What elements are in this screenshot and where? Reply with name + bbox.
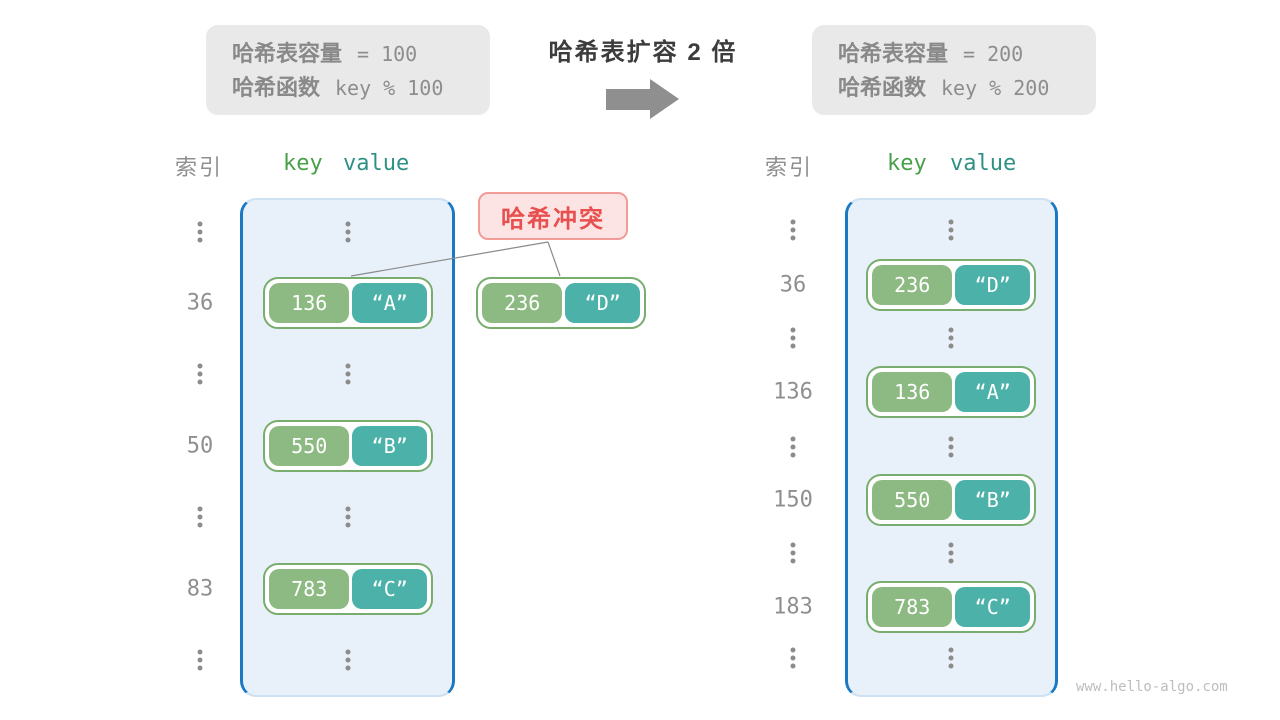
pair-key: 236 <box>872 265 953 305</box>
pair-key: 783 <box>872 587 953 627</box>
ellipsis-icon <box>345 221 351 243</box>
pair-550-B: 550 “B” <box>866 474 1036 526</box>
left-index-label: 83 <box>186 576 214 602</box>
new-capacity-info-box: 哈希表容量 = 200 哈希函数 key % 200 <box>812 25 1096 115</box>
new-function-line: 哈希函数 key % 200 <box>838 70 1096 104</box>
ellipsis-icon <box>948 219 954 241</box>
ellipsis-icon <box>790 327 796 349</box>
pair-value: “C” <box>352 569 427 609</box>
old-capacity-info-box: 哈希表容量 = 100 哈希函数 key % 100 <box>206 25 490 115</box>
ellipsis-icon <box>790 647 796 669</box>
ellipsis-icon <box>790 219 796 241</box>
right-index-label: 136 <box>773 379 813 405</box>
pair-value: “A” <box>955 372 1030 412</box>
ellipsis-icon <box>948 647 954 669</box>
pair-value: “D” <box>955 265 1030 305</box>
ellipsis-icon <box>345 363 351 385</box>
capacity-label: 哈希表容量 <box>232 41 343 66</box>
ellipsis-icon <box>345 506 351 528</box>
right-index-header: 索引 <box>765 155 814 180</box>
pair-value: “B” <box>955 480 1030 520</box>
right-arrow-icon <box>606 89 650 110</box>
pair-136-A: 136 “A” <box>263 277 433 329</box>
ellipsis-icon <box>790 436 796 458</box>
right-arrow-head-icon <box>650 79 679 119</box>
new-capacity-line: 哈希表容量 = 200 <box>838 36 1096 70</box>
capacity-value: = 100 <box>357 42 418 66</box>
ellipsis-icon <box>948 542 954 564</box>
ellipsis-icon <box>948 436 954 458</box>
pair-key: 550 <box>269 426 350 466</box>
left-index-header: 索引 <box>175 155 224 180</box>
pair-key: 236 <box>482 283 563 323</box>
hash-collision-badge: 哈希冲突 <box>478 192 628 240</box>
hash-function-label: 哈希函数 <box>232 75 321 100</box>
left-index-label: 50 <box>186 433 214 459</box>
pair-783-C: 783 “C” <box>866 581 1036 633</box>
old-capacity-line: 哈希表容量 = 100 <box>232 36 490 70</box>
right-index-label: 183 <box>773 594 813 620</box>
hash-function-value: key % 100 <box>335 76 444 100</box>
left-value-header: value <box>343 151 410 176</box>
hash-function-value: key % 200 <box>941 76 1050 100</box>
ellipsis-icon <box>790 542 796 564</box>
collided-pair-236-D: 236 “D” <box>476 277 646 329</box>
pair-550-B: 550 “B” <box>263 420 433 472</box>
ellipsis-icon <box>948 327 954 349</box>
pair-783-C: 783 “C” <box>263 563 433 615</box>
left-index-label: 36 <box>186 290 214 316</box>
pair-value: “A” <box>352 283 427 323</box>
pair-136-A: 136 “A” <box>866 366 1036 418</box>
pair-key: 783 <box>269 569 350 609</box>
right-key-header: key <box>887 151 927 176</box>
site-watermark: www.hello-algo.com <box>1076 679 1228 695</box>
capacity-value: = 200 <box>963 42 1024 66</box>
expansion-title: 哈希表扩容 2 倍 <box>548 39 738 66</box>
ellipsis-icon <box>197 649 203 671</box>
old-function-line: 哈希函数 key % 100 <box>232 70 490 104</box>
ellipsis-icon <box>345 649 351 671</box>
hash-function-label: 哈希函数 <box>838 75 927 100</box>
right-index-label: 150 <box>773 487 813 513</box>
left-key-header: key <box>283 151 323 176</box>
pair-value: “C” <box>955 587 1030 627</box>
capacity-label: 哈希表容量 <box>838 41 949 66</box>
pair-key: 136 <box>872 372 953 412</box>
right-index-label: 36 <box>779 272 807 298</box>
ellipsis-icon <box>197 221 203 243</box>
ellipsis-icon <box>197 506 203 528</box>
pair-value: “D” <box>565 283 640 323</box>
pair-key: 550 <box>872 480 953 520</box>
pair-key: 136 <box>269 283 350 323</box>
ellipsis-icon <box>197 363 203 385</box>
pair-236-D: 236 “D” <box>866 259 1036 311</box>
right-value-header: value <box>950 151 1017 176</box>
pair-value: “B” <box>352 426 427 466</box>
